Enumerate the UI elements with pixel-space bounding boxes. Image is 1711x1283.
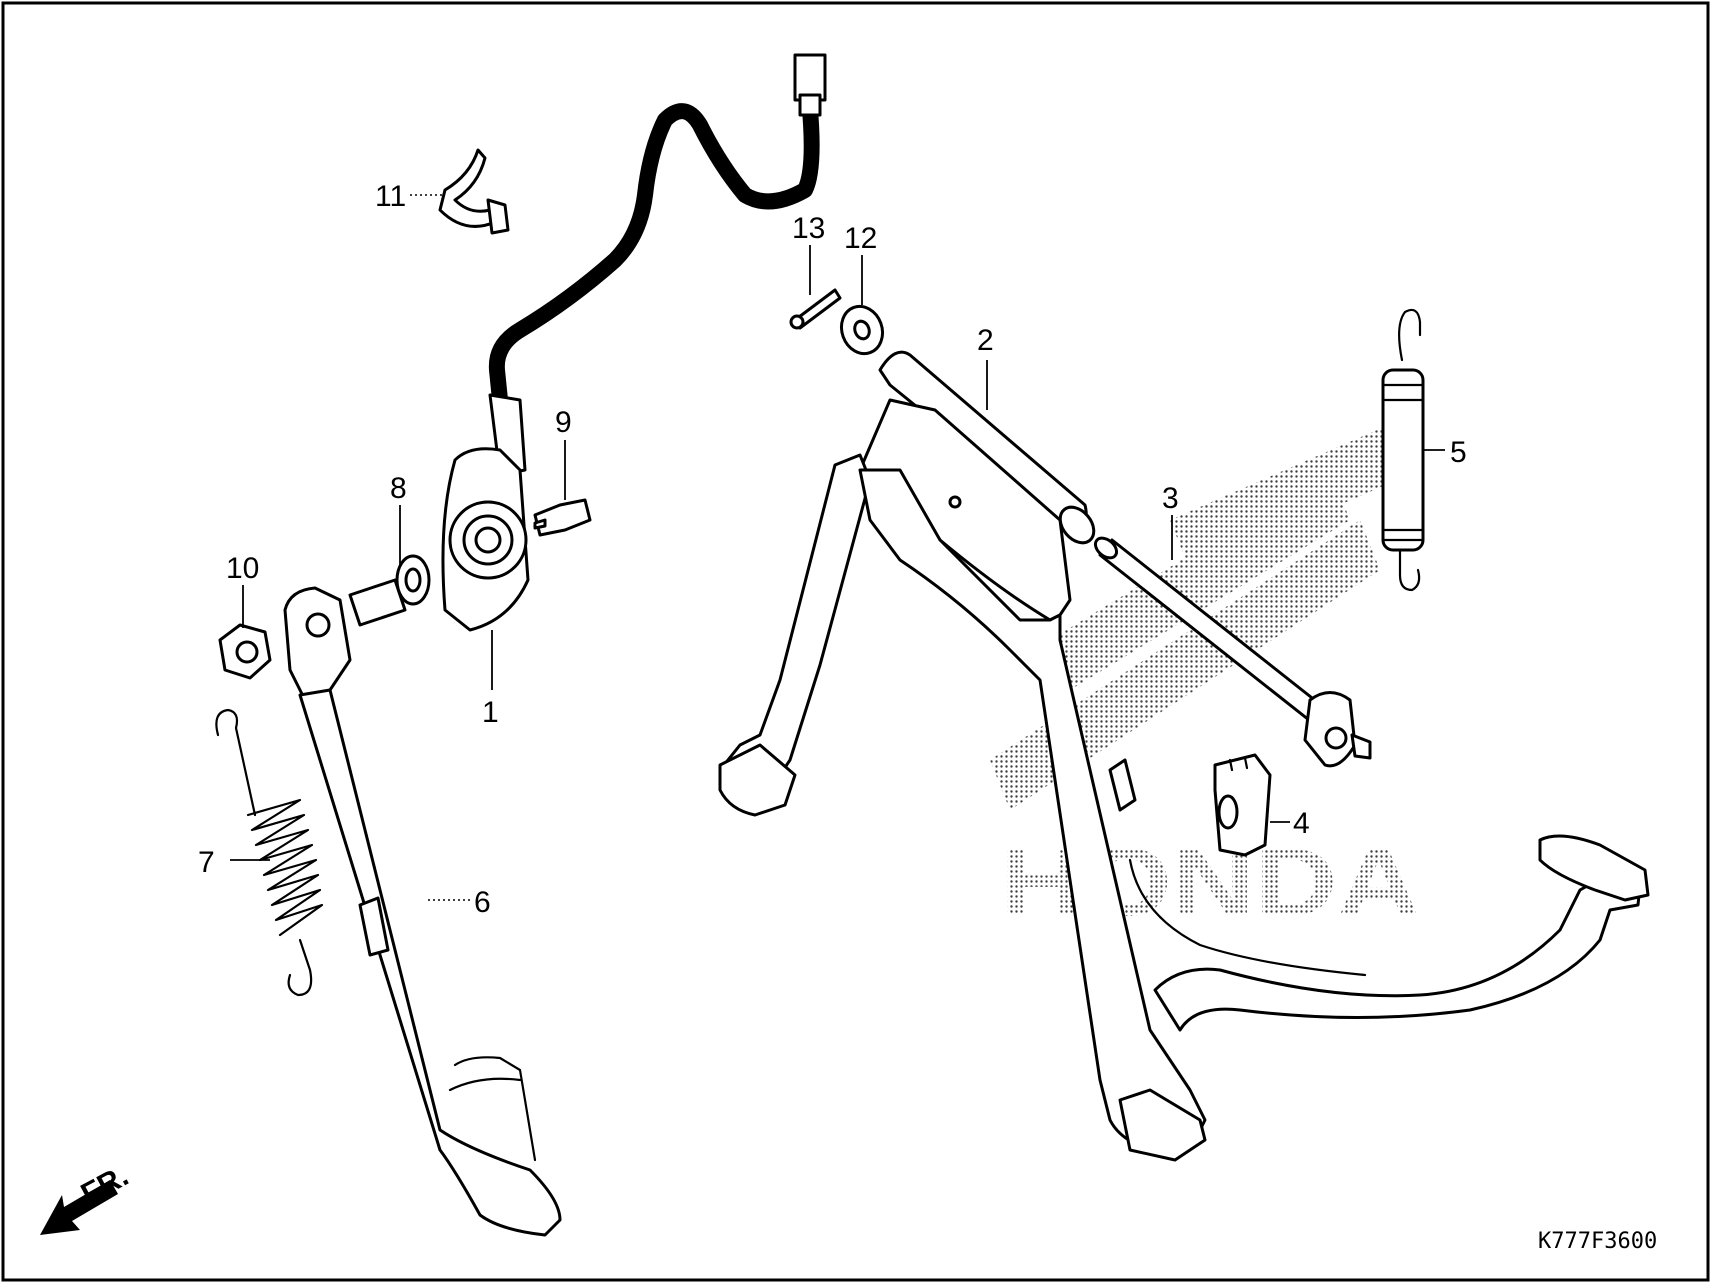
callout-9: 9	[555, 406, 572, 439]
callout-6: 6	[474, 886, 491, 919]
callout-11: 11	[375, 180, 406, 213]
callout-2: 2	[977, 324, 994, 357]
part-11-clamp[interactable]	[438, 148, 510, 235]
part-12-washer[interactable]	[835, 301, 889, 360]
part-7-spring[interactable]	[215, 708, 324, 997]
part-5-spring[interactable]	[1381, 308, 1425, 592]
part-9-bolt[interactable]	[533, 498, 592, 537]
diagram-code: K777F3600	[1538, 1229, 1657, 1254]
callout-3: 3	[1162, 482, 1179, 515]
part-1-speed-sensor[interactable]	[441, 393, 530, 632]
part-4-bracket[interactable]	[1213, 753, 1272, 857]
callout-12: 12	[844, 222, 877, 255]
callout-labels: 1 2 3 4 5 6 7 8 9 10 11 12 13	[198, 180, 1467, 919]
callout-4: 4	[1293, 807, 1310, 840]
callout-7: 7	[198, 846, 215, 879]
part-8-pin[interactable]	[348, 554, 431, 627]
leader-lines	[230, 194, 1445, 901]
part-3-pivot-shaft[interactable]	[1092, 534, 1372, 768]
callout-10: 10	[226, 552, 259, 585]
callout-8: 8	[390, 472, 407, 505]
front-arrow-icon	[40, 1180, 118, 1235]
callout-5: 5	[1450, 436, 1467, 469]
callout-1: 1	[482, 696, 499, 729]
part-10-nut[interactable]	[218, 623, 272, 680]
part-2-main-stand[interactable]	[718, 350, 1650, 1162]
callout-13: 13	[792, 212, 825, 245]
part-13-cotter-pin[interactable]	[789, 288, 842, 330]
front-direction-indicator: FR.	[40, 1159, 134, 1235]
part-6-side-stand[interactable]	[283, 586, 562, 1237]
watermark-text: HONDA	[1000, 829, 1420, 936]
part-1-cable[interactable]	[488, 53, 827, 408]
